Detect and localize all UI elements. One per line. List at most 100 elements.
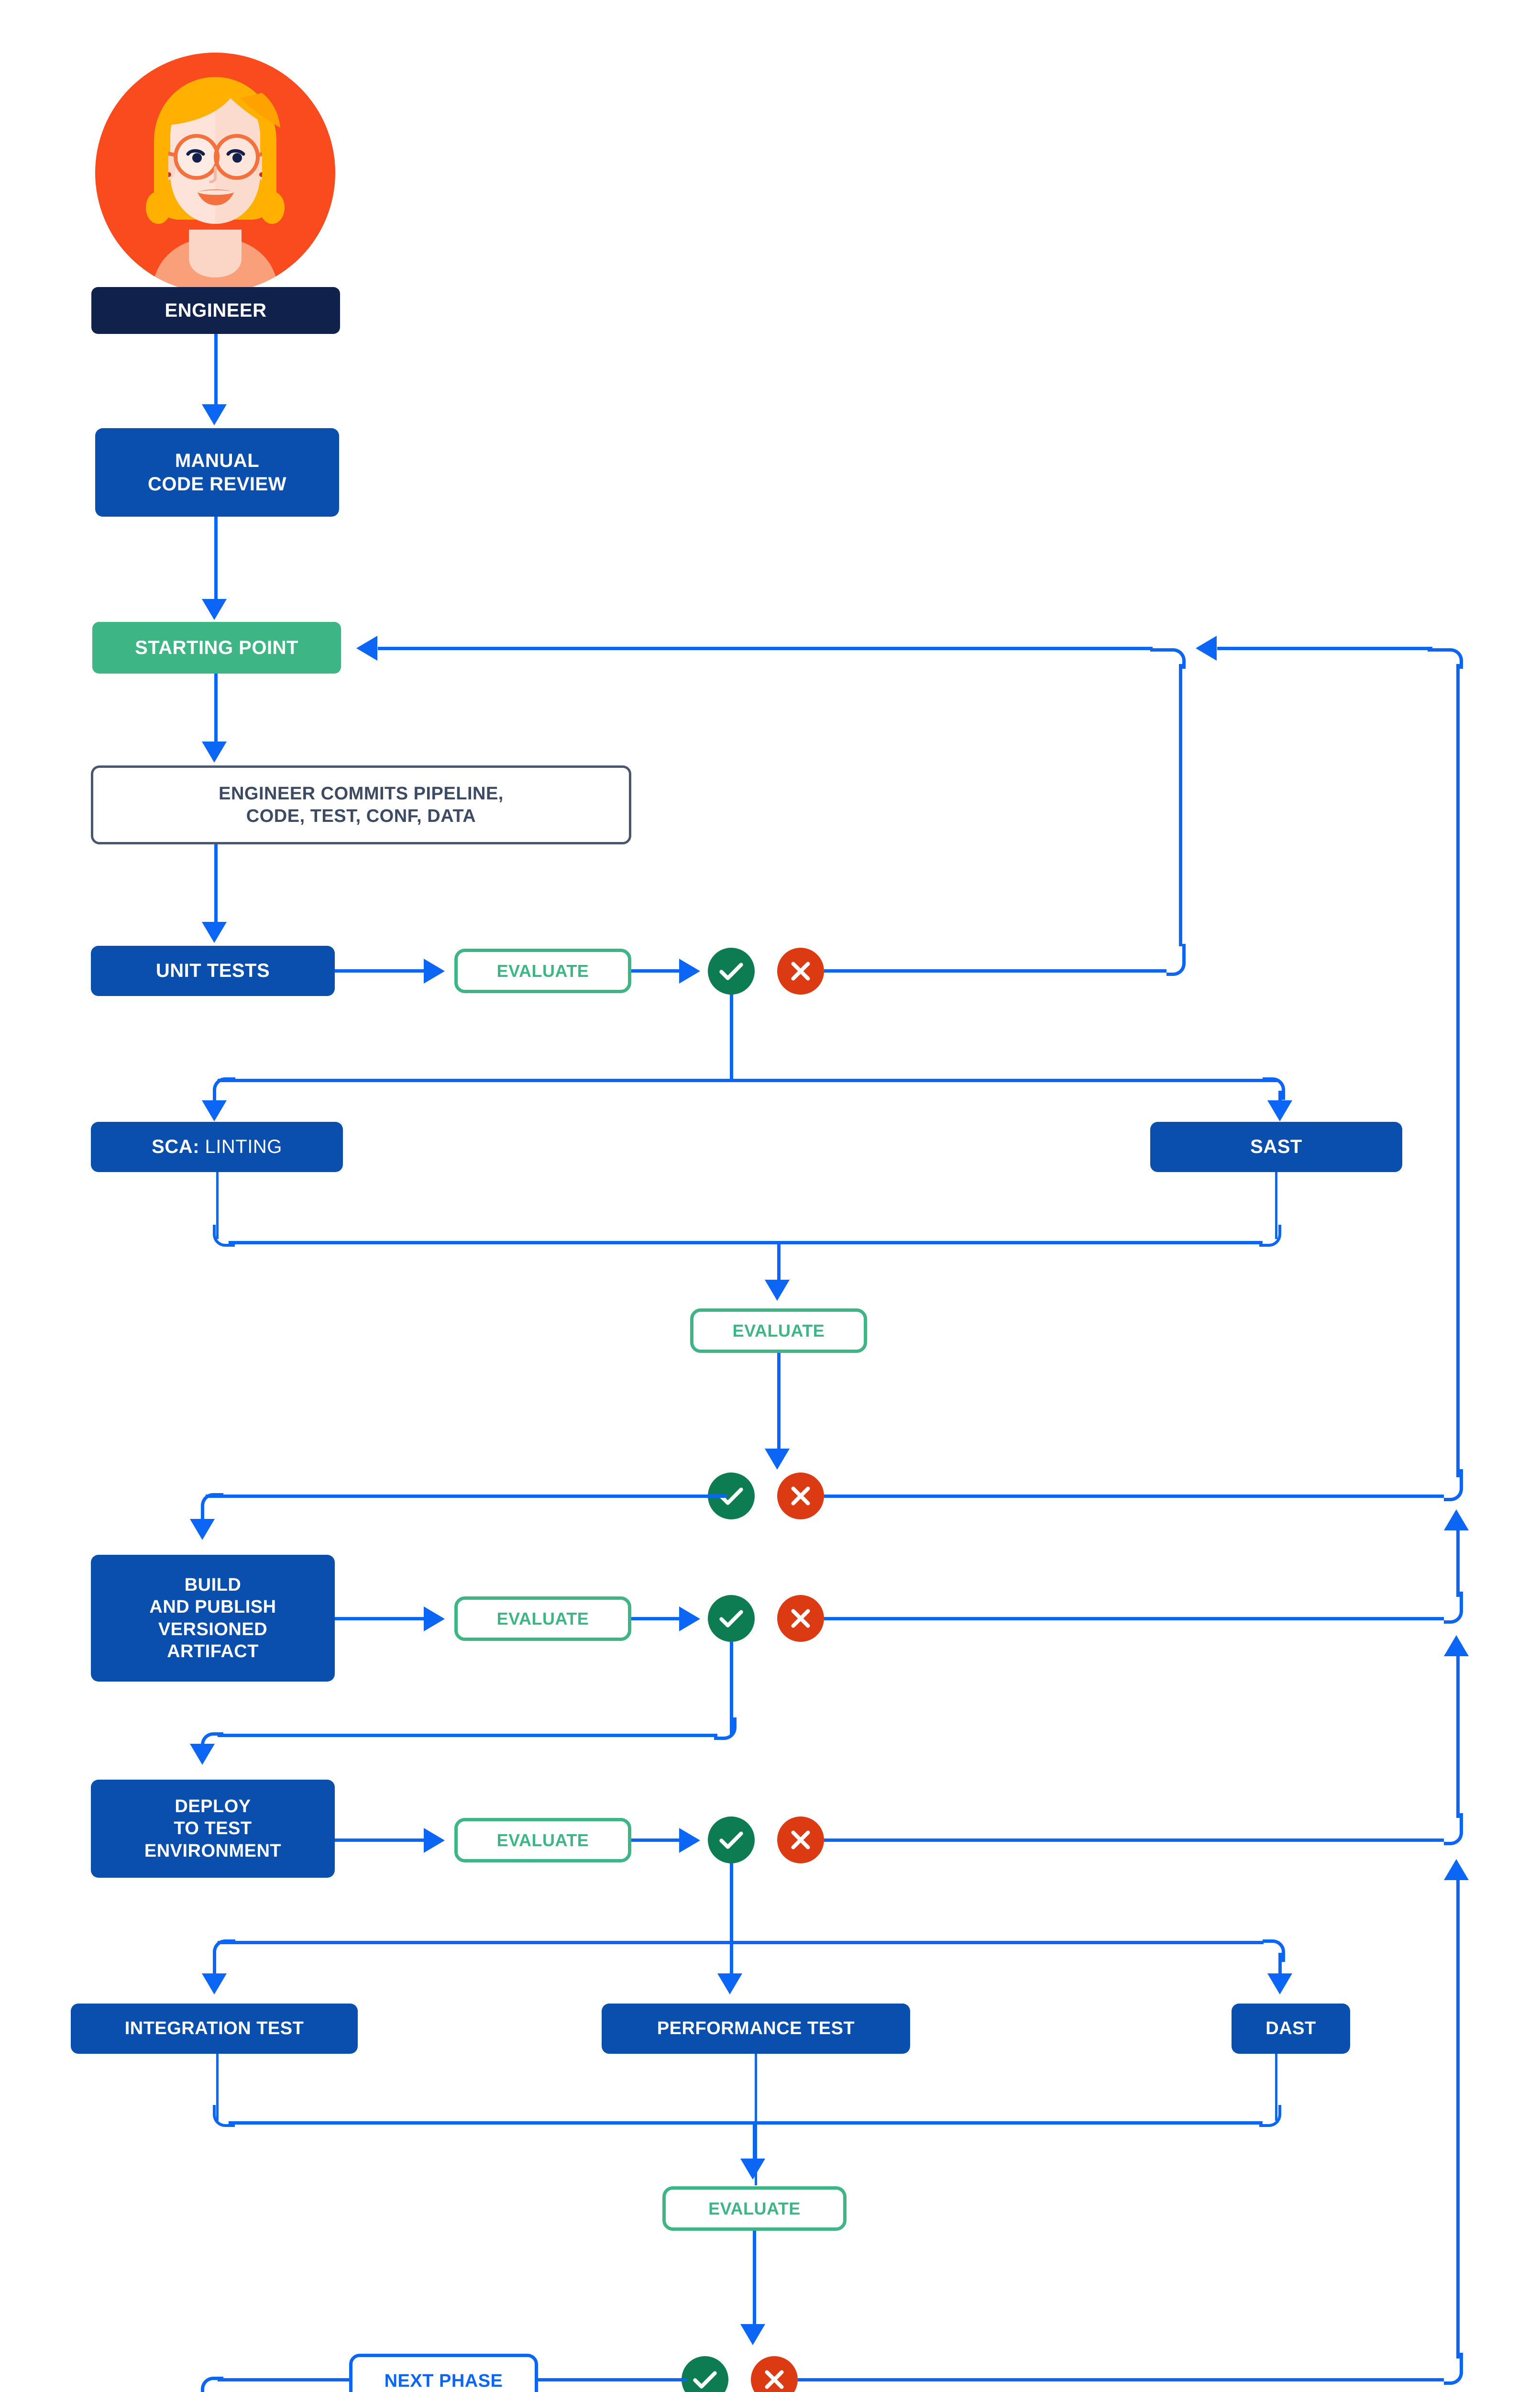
arrowhead-down: [765, 1449, 790, 1470]
node-sca-linting[interactable]: SCA: LINTING: [91, 1122, 343, 1172]
edge-finalfail-up: [1456, 1880, 1460, 2359]
edge-scan-join-bus: [229, 1241, 1263, 1244]
arrowhead-down: [765, 1280, 790, 1301]
edge-unit-fail-right: [824, 969, 1166, 973]
unit-tests-label: UNIT TESTS: [155, 960, 270, 982]
edge-evaluate-deploy-to-verdict: [631, 1838, 682, 1842]
edge-eval-scan-down: [777, 1353, 781, 1451]
verdict-pass-unit[interactable]: [708, 948, 755, 995]
node-build-publish-artifact[interactable]: BUILD AND PUBLISH VERSIONED ARTIFACT: [91, 1555, 335, 1682]
node-starting-point[interactable]: STARTING POINT: [92, 622, 341, 674]
node-evaluate-deploy[interactable]: EVALUATE: [454, 1818, 631, 1862]
node-evaluate-build[interactable]: EVALUATE: [454, 1596, 631, 1641]
node-next-phase[interactable]: NEXT PHASE: [349, 2354, 538, 2392]
edge-review-to-start: [214, 517, 218, 600]
check-icon: [719, 963, 743, 980]
edge-unit-to-evaluate: [335, 969, 426, 973]
node-performance-test[interactable]: PERFORMANCE TEST: [602, 2004, 910, 2054]
corner-finalfail-bottom: [1444, 2353, 1463, 2385]
edge-scan-pass-left: [206, 1495, 727, 1498]
edge-test-fanout-bus: [218, 1941, 1264, 1944]
corner-testfan-right: [1263, 1939, 1285, 1962]
edge-engineer-to-review: [214, 334, 218, 406]
check-icon: [693, 2371, 717, 2389]
edge-testjoin-to-eval: [753, 2121, 756, 2164]
arrowhead-down: [202, 404, 227, 425]
arrowhead-down: [190, 1519, 215, 1540]
arrowhead-down: [717, 1973, 742, 1994]
edge-unit-pass-down: [730, 995, 733, 1080]
arrowhead-right: [679, 1828, 700, 1853]
edge-scan-fail-right: [824, 1495, 1444, 1498]
node-integration-test[interactable]: INTEGRATION TEST: [71, 2004, 358, 2054]
arrowhead-right: [679, 959, 700, 984]
cross-icon: [791, 962, 810, 981]
corner-join-left: [213, 1225, 235, 1247]
corner-fanout-left: [213, 1077, 235, 1100]
deploy-line3: ENVIRONMENT: [144, 1840, 282, 1861]
next-phase-label: NEXT PHASE: [384, 2371, 503, 2392]
edge-scan-pass-drop: [201, 1507, 204, 1525]
arrowhead-down: [740, 2159, 765, 2180]
node-engineer-commits[interactable]: ENGINEER COMMITS PIPELINE, CODE, TEST, C…: [91, 765, 631, 844]
build-line4: ARTIFACT: [167, 1641, 259, 1661]
node-engineer[interactable]: ENGINEER: [91, 287, 340, 334]
corner-outerloop-top: [1428, 648, 1463, 669]
node-evaluate-scan[interactable]: EVALUATE: [690, 1308, 867, 1353]
corner-testfan-left: [213, 1939, 235, 1962]
edge-dast-down: [1275, 2054, 1277, 2121]
edge-testfan-left-drop: [213, 1953, 216, 1976]
edge-final-fail-right: [798, 2378, 1444, 2381]
edge-evaluate-build-to-verdict: [631, 1617, 682, 1620]
arrowhead-down: [202, 1973, 227, 1994]
corner-outerloop-bottom: [1444, 1469, 1463, 1501]
edge-deploy-to-evaluate: [335, 1838, 426, 1842]
verdict-fail-unit[interactable]: [777, 948, 824, 995]
build-line2: AND PUBLISH: [149, 1597, 276, 1617]
edge-exit-down: [201, 2391, 204, 2392]
engineer-commits-line2: CODE, TEST, CONF, DATA: [246, 806, 476, 826]
avatar-illustration: [95, 53, 335, 293]
edge-eval-final-down: [753, 2231, 756, 2326]
arrowhead-left: [356, 636, 377, 661]
verdict-pass-build[interactable]: [708, 1595, 755, 1642]
node-evaluate-final[interactable]: EVALUATE: [662, 2186, 847, 2231]
edge-start-to-commits: [214, 674, 218, 743]
edge-performance-down: [755, 2054, 757, 2185]
edge-join-to-eval: [777, 1241, 781, 1282]
corner-testjoin-left: [213, 2105, 235, 2127]
edge-buildpass-left: [218, 1734, 717, 1737]
node-manual-code-review[interactable]: MANUAL CODE REVIEW: [95, 428, 339, 517]
verdict-pass-deploy[interactable]: [708, 1816, 755, 1863]
manual-code-review-line1: MANUAL: [175, 450, 260, 471]
node-evaluate-unit[interactable]: EVALUATE: [454, 949, 631, 993]
node-engineer-label: ENGINEER: [165, 299, 267, 321]
sast-label: SAST: [1250, 1136, 1302, 1158]
deploy-line2: TO TEST: [174, 1818, 252, 1839]
check-icon: [719, 1610, 743, 1628]
manual-code-review-line2: CODE REVIEW: [148, 473, 286, 495]
build-line3: VERSIONED: [158, 1619, 268, 1639]
arrowhead-down: [202, 922, 227, 943]
corner-loop1-bottom: [1166, 944, 1186, 976]
cross-icon: [791, 1609, 810, 1628]
evaluate-build-label: EVALUATE: [496, 1608, 589, 1628]
arrowhead-right: [424, 1606, 445, 1631]
node-unit-tests[interactable]: UNIT TESTS: [91, 946, 335, 996]
edge-scan-fanout-bus: [218, 1079, 1278, 1082]
verdict-fail-build[interactable]: [777, 1595, 824, 1642]
edge-build-pass-down: [730, 1642, 733, 1735]
verdict-pass-final[interactable]: [682, 2356, 728, 2392]
verdict-fail-scan[interactable]: [777, 1473, 824, 1519]
node-sast[interactable]: SAST: [1150, 1122, 1402, 1172]
verdict-fail-deploy[interactable]: [777, 1816, 824, 1863]
dast-label: DAST: [1265, 2018, 1316, 2039]
node-dast[interactable]: DAST: [1232, 2004, 1350, 2054]
verdict-fail-final[interactable]: [751, 2356, 798, 2392]
arrowhead-up: [1444, 1859, 1469, 1880]
arrowhead-down: [202, 742, 227, 763]
edge-sca-down: [216, 1172, 219, 1239]
deploy-line1: DEPLOY: [175, 1796, 251, 1816]
arrowhead-down: [1267, 1973, 1292, 1994]
node-deploy-test-env[interactable]: DEPLOY TO TEST ENVIRONMENT: [91, 1780, 335, 1878]
